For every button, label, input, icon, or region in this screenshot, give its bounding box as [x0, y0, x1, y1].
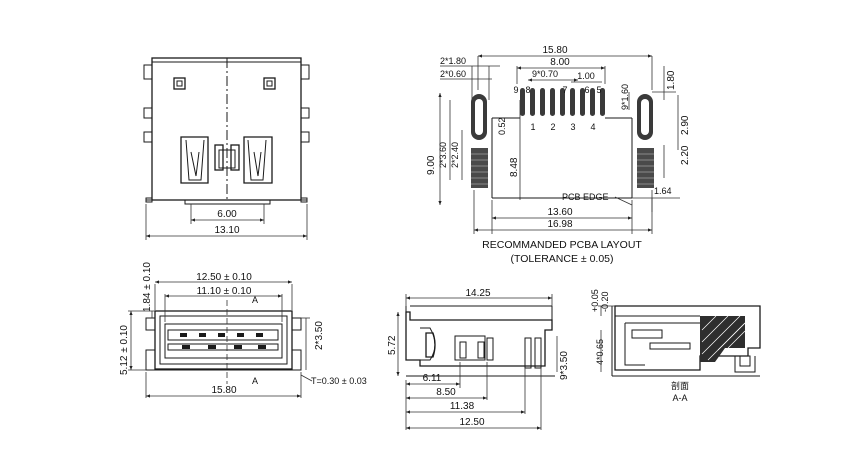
dim-11-38: 11.38	[450, 401, 475, 412]
dim-8-50: 8.50	[436, 387, 456, 398]
dim-2x3-50: 2*3.50	[314, 321, 325, 350]
section-label: 剖面	[671, 380, 689, 391]
dim-9x1-60: 9*1.60	[620, 84, 630, 110]
section-a-bottom: A	[252, 376, 258, 386]
tol-plus: +0.05	[590, 289, 600, 312]
pin-9: 9	[513, 85, 518, 95]
section-hatch	[700, 316, 745, 362]
dim-6-00: 6.00	[217, 209, 237, 220]
side-view-body	[405, 311, 553, 367]
pin-4: 4	[590, 122, 595, 132]
pin-2: 2	[550, 122, 555, 132]
section-view: +0.05 -0.20 4*0.65 剖面 A-A	[590, 289, 761, 403]
pin-6: 6	[584, 85, 589, 95]
dim-15-80-front: 15.80	[211, 385, 236, 396]
dim-8-48: 8.48	[509, 157, 520, 177]
dim-15-80: 15.80	[542, 45, 567, 56]
layout-title: RECOMMANDED PCBA LAYOUT	[482, 239, 642, 251]
dim-9x0-70: 9*0.70	[532, 69, 558, 79]
pin-1: 1	[530, 122, 535, 132]
dim-13-10: 13.10	[214, 225, 239, 236]
dim-1-00: 1.00	[577, 71, 595, 81]
dim-2-90: 2.90	[680, 115, 691, 135]
pin-3: 3	[570, 122, 575, 132]
dim-13-60: 13.60	[547, 207, 572, 218]
dim-5-12: 5.12 ± 0.10	[119, 325, 130, 375]
signal-pads	[520, 88, 605, 116]
dim-9x3-50: 9*3.50	[559, 351, 570, 380]
dim-1-64: 1.64	[654, 186, 672, 196]
dim-12-50: 12.50 ± 0.10	[196, 272, 252, 283]
dim-6-11: 6.11	[423, 373, 442, 384]
pin-8: 8	[525, 85, 530, 95]
dim-11-10: 11.10 ± 0.10	[197, 286, 252, 297]
dim-2x0-60: 2*0.60	[440, 69, 466, 79]
dim-2x2-40: 2*2.40	[450, 142, 460, 168]
dim-1-80: 1.80	[666, 70, 677, 90]
front-view: A A 12.50 ± 0.10 11.10 ± 0.10 1.84 ± 0.1…	[119, 262, 367, 398]
dim-16-98: 16.98	[547, 219, 572, 230]
top-view: 6.00 13.10	[143, 57, 310, 240]
pcb-layout-view: 15.80 8.00 9*0.70 1.00 2*1.80 2*0.60 9*1…	[426, 45, 691, 265]
layout-tolerance: (TOLERANCE ± 0.05)	[510, 253, 613, 265]
front-view-shell	[154, 310, 293, 370]
dim-0-52: 0.52	[497, 117, 507, 135]
pin-5: 5	[596, 85, 601, 95]
dim-9-00: 9.00	[426, 155, 437, 175]
dim-4x0-65: 4*0.65	[595, 339, 605, 365]
thickness-note: T=0.30 ± 0.03	[311, 376, 367, 386]
side-view: 14.25 5.72 9*3.50 6.11 8.50 11.38 12.50	[387, 288, 570, 430]
dim-12-50-side: 12.50	[459, 417, 484, 428]
dim-1-84: 1.84 ± 0.10	[142, 262, 153, 312]
dim-2x3-60: 2*3.60	[438, 142, 448, 168]
pin-7: 7	[562, 85, 567, 95]
section-name: A-A	[672, 393, 687, 403]
dim-5-72: 5.72	[387, 335, 398, 355]
dim-14-25: 14.25	[465, 288, 490, 299]
pcb-edge-label: PCB EDGE	[562, 192, 609, 202]
tol-minus: -0.20	[600, 291, 610, 312]
dim-8-00: 8.00	[550, 57, 570, 68]
dim-2x1-80: 2*1.80	[440, 56, 466, 66]
dim-2-20: 2.20	[680, 145, 691, 165]
section-a-top: A	[252, 295, 258, 305]
